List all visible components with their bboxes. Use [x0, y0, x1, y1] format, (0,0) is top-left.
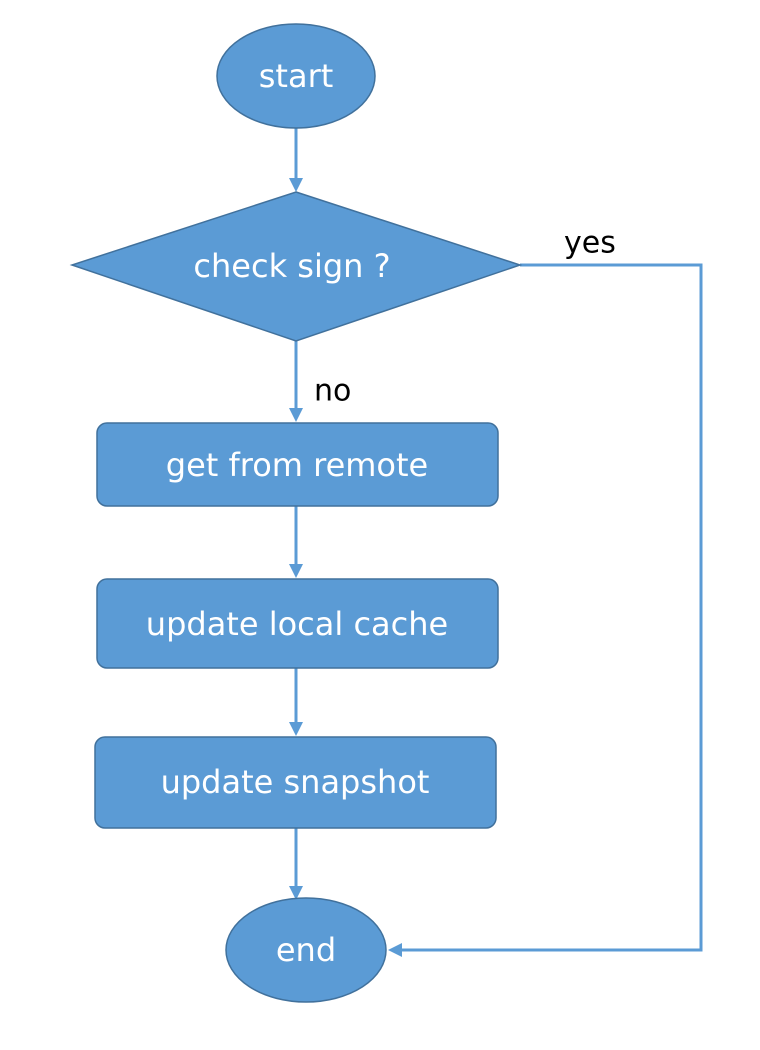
- update-snapshot-box: [94, 736, 497, 829]
- arrow-update-snapshot-to-end: [289, 886, 303, 900]
- node-update-snapshot: update snapshot: [94, 736, 497, 829]
- get-remote-label: get from remote: [166, 446, 428, 484]
- node-decision: check sign ?: [69, 191, 523, 342]
- edge-label-yes: yes: [564, 226, 616, 261]
- get-remote-box: [96, 422, 499, 507]
- edge-label-no: no: [314, 374, 351, 409]
- arrow-get-remote-to-update-cache: [289, 564, 303, 578]
- node-update-local-cache: update local cache: [96, 578, 499, 669]
- connectors: [289, 128, 703, 957]
- start-ellipse: [216, 23, 376, 129]
- arrow-start-to-decision: [289, 178, 303, 192]
- update-cache-label: update local cache: [146, 605, 448, 643]
- end-label: end: [276, 931, 336, 969]
- node-get-from-remote: get from remote: [96, 422, 499, 507]
- node-start: start: [216, 23, 376, 129]
- update-cache-box: [96, 578, 499, 669]
- arrow-update-cache-to-update-snapshot: [289, 722, 303, 736]
- edge-decision-yes-to-end: [400, 263, 703, 952]
- end-ellipse: [225, 897, 387, 1003]
- node-end: end: [225, 897, 387, 1003]
- arrow-decision-to-get-remote: [289, 408, 303, 422]
- arrow-decision-yes-to-end: [388, 943, 402, 957]
- start-label: start: [259, 57, 334, 95]
- decision-label: check sign ?: [193, 247, 390, 285]
- update-snapshot-label: update snapshot: [161, 763, 430, 801]
- decision-diamond: [69, 191, 523, 342]
